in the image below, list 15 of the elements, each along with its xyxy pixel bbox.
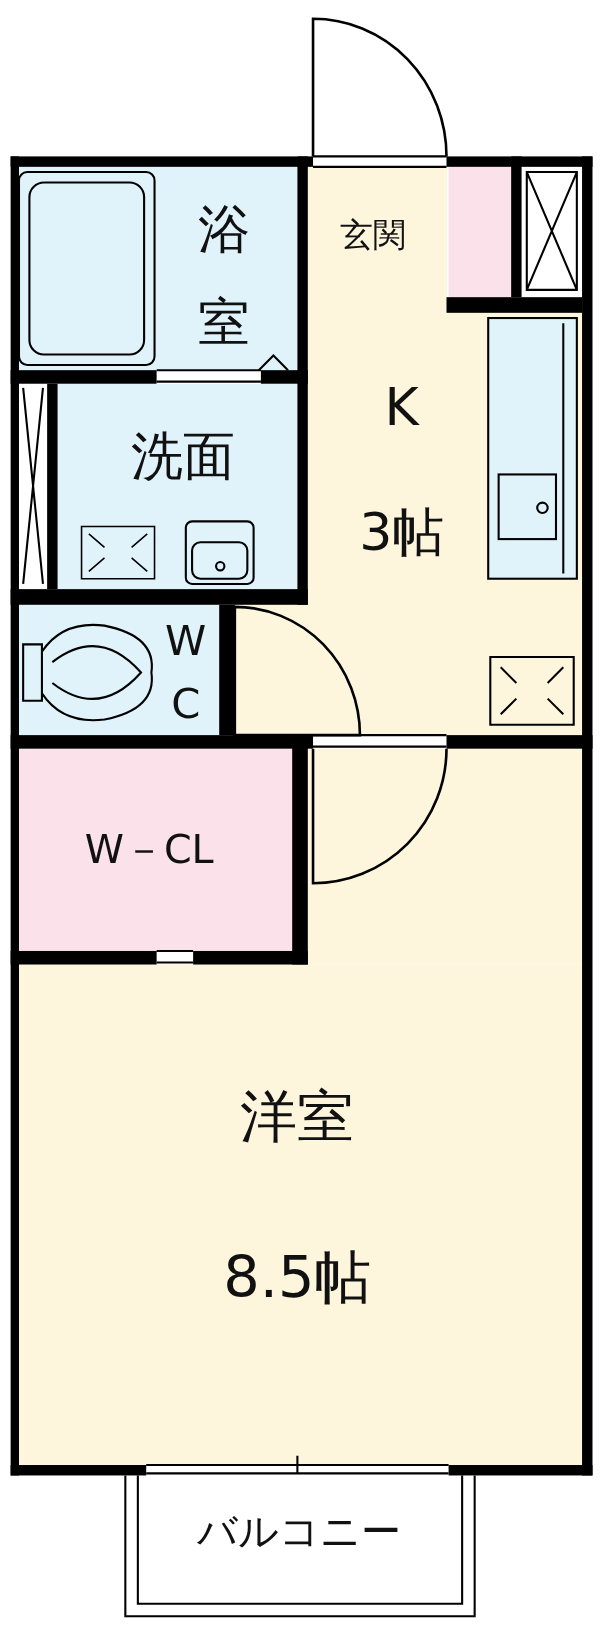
room-label: 洋室 (240, 1087, 355, 1146)
room-label: 洗面 (130, 429, 235, 483)
room-label: W－CL (84, 830, 214, 871)
room-label: バルコニー (197, 1512, 402, 1552)
room-area (18, 749, 293, 952)
room-area (307, 166, 447, 303)
room-label: 玄関 (339, 218, 406, 252)
room-area (18, 166, 298, 371)
room-label: K (384, 380, 419, 433)
room-area (18, 605, 220, 736)
room-label: 8.5帖 (223, 1249, 372, 1307)
room-label: WC (164, 615, 208, 730)
room-label: 3帖 (359, 506, 445, 559)
room-label: 浴室 (197, 197, 252, 355)
room-area (57, 384, 298, 590)
